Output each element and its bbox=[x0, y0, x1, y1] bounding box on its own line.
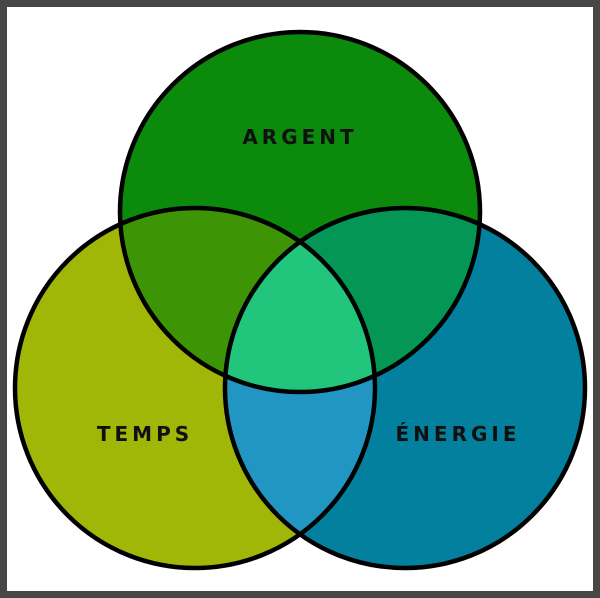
circle-argent-outline bbox=[117, 29, 483, 395]
label-argent: ARGENT bbox=[242, 125, 357, 149]
overlap-center bbox=[225, 208, 375, 392]
circle-temps-outline bbox=[12, 205, 378, 571]
label-temps: TEMPS bbox=[97, 422, 193, 446]
label-energie: ÉNERGIE bbox=[396, 422, 521, 446]
circle-energie-outline bbox=[222, 205, 588, 571]
